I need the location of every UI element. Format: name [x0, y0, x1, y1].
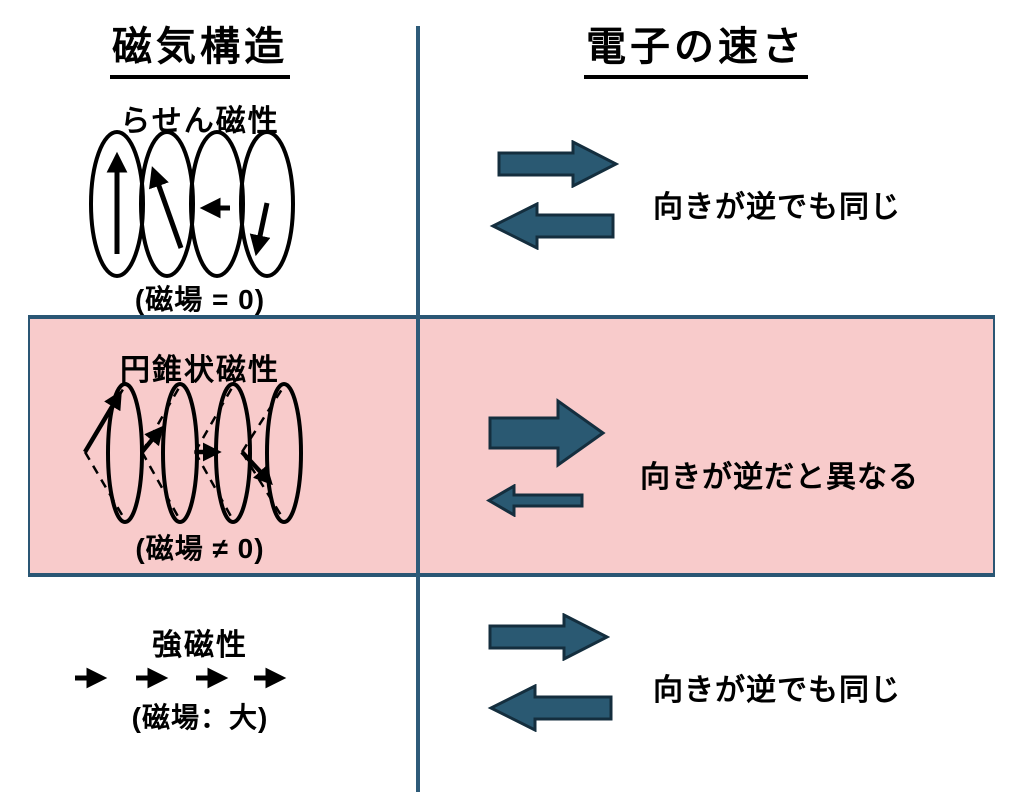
- row-conical-field: (磁場 ≠ 0): [135, 533, 265, 564]
- row-ferromagnetic-statement: 向きが逆でも同じ: [653, 674, 901, 707]
- conical-spins-icon: [70, 380, 315, 530]
- row-ferromagnetic-field: (磁場：大): [131, 702, 269, 733]
- column-divider: [416, 26, 420, 792]
- row-conical-label: 円錐状磁性: [120, 354, 280, 387]
- row-ferromagnetic-label: 強磁性: [152, 629, 248, 662]
- large-right-arrow-icon: [488, 398, 606, 468]
- helical-spins-icon: [88, 128, 318, 280]
- row-helical-label: らせん磁性: [120, 105, 280, 138]
- thick-left-arrow-icon: [489, 202, 615, 250]
- left-column-header-text: 磁気構造: [110, 14, 290, 79]
- thick-left-arrow-icon: [487, 684, 613, 732]
- row-helical-statement: 向きが逆でも同じ: [653, 191, 901, 224]
- small-left-arrow-icon: [486, 484, 584, 517]
- right-column-header: 電子の速さ: [536, 14, 856, 79]
- ferromagnetic-spins-icon: [70, 666, 305, 690]
- thick-right-arrow-icon: [488, 613, 610, 661]
- thick-right-arrow-icon: [497, 140, 619, 188]
- row-conical-statement: 向きが逆だと異なる: [640, 461, 919, 494]
- left-column-header: 磁気構造: [30, 14, 370, 79]
- row-helical-field: (磁場 = 0): [134, 284, 266, 315]
- right-column-header-text: 電子の速さ: [584, 14, 808, 79]
